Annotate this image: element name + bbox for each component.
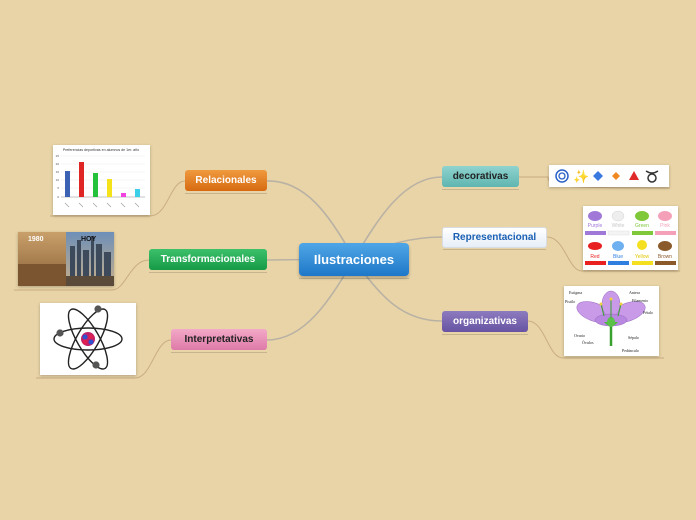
flower-label: Pedúnculo: [622, 348, 639, 353]
tick-label: 10: [56, 178, 60, 182]
color-label: Blue: [613, 254, 623, 260]
tick-label: 20: [56, 162, 60, 166]
link-img-relacionales: [50, 180, 186, 217]
color-label: Purple: [588, 223, 603, 229]
flower-label: Sépalo: [628, 335, 639, 340]
electron: [92, 361, 100, 369]
tick-label: 0: [57, 195, 59, 199]
sparkles-icon: ✨: [573, 169, 589, 185]
color-label: White: [612, 223, 625, 229]
flower-label: Óvulos: [582, 340, 594, 345]
electron: [56, 329, 64, 337]
flower-label: Pistilo: [565, 299, 575, 304]
branch-organizativas[interactable]: organizativas: [442, 311, 528, 335]
colors-card-image[interactable]: Purple White Green Pink Red Blue Yellow …: [583, 206, 678, 270]
city-comparison-image[interactable]: 1980 HOY: [18, 232, 114, 286]
decorative-icons-image[interactable]: ✨: [549, 165, 669, 187]
bar: [93, 173, 98, 197]
flower-diagram-image[interactable]: Estigma Antera Pistilo Filamento Pétalo …: [564, 286, 659, 356]
bar: [135, 189, 140, 197]
branch-decorativas[interactable]: decorativas: [442, 166, 519, 190]
bar: [65, 171, 70, 197]
branch-transformacionales[interactable]: Transformacionales: [149, 249, 267, 273]
tick-label: 15: [56, 170, 60, 174]
color-label: Brown: [658, 254, 672, 260]
color-label: Green: [635, 223, 649, 229]
spiral-icon: [555, 169, 569, 183]
before-label: 1980: [28, 236, 44, 243]
color-label: Red: [590, 254, 599, 260]
tick-label: 5: [57, 186, 59, 190]
bar: [121, 193, 126, 197]
taurus-icon: [645, 170, 659, 183]
flower-label: Antera: [629, 290, 640, 295]
red-triangle-icon: [629, 171, 639, 180]
blue-diamond-icon: [593, 171, 603, 181]
link-img-interpretativas: [36, 339, 172, 379]
flower-label: Estigma: [569, 290, 582, 295]
flower-label: Filamento: [632, 298, 648, 303]
tick-label: 25: [56, 154, 60, 158]
link-img-organizativas: [527, 320, 664, 359]
electron: [94, 305, 102, 313]
bar-chart-image[interactable]: Preferencias deportivas en alumnos de 1e…: [53, 145, 150, 215]
bar-chart-title: Preferencias deportivas en alumnos de 1e…: [63, 148, 139, 152]
bar: [107, 179, 112, 197]
flower-label: Ovario: [574, 333, 585, 338]
color-label: Yellow: [635, 254, 650, 260]
branch-interpretativas[interactable]: Interpretativas: [171, 329, 267, 353]
atom-image[interactable]: [40, 303, 136, 375]
flower-label: Pétalo: [643, 310, 653, 315]
branch-relacionales[interactable]: Relacionales: [185, 170, 267, 194]
branch-representacional[interactable]: Representacional: [442, 227, 547, 250]
link-img-transformacionales: [14, 259, 150, 291]
orange-diamond-icon: [612, 172, 620, 180]
color-label: Pink: [660, 223, 670, 229]
bar: [79, 162, 84, 197]
link-img-representacional: [546, 236, 680, 272]
central-topic[interactable]: Ilustraciones: [299, 243, 409, 279]
after-label: HOY: [81, 236, 97, 243]
